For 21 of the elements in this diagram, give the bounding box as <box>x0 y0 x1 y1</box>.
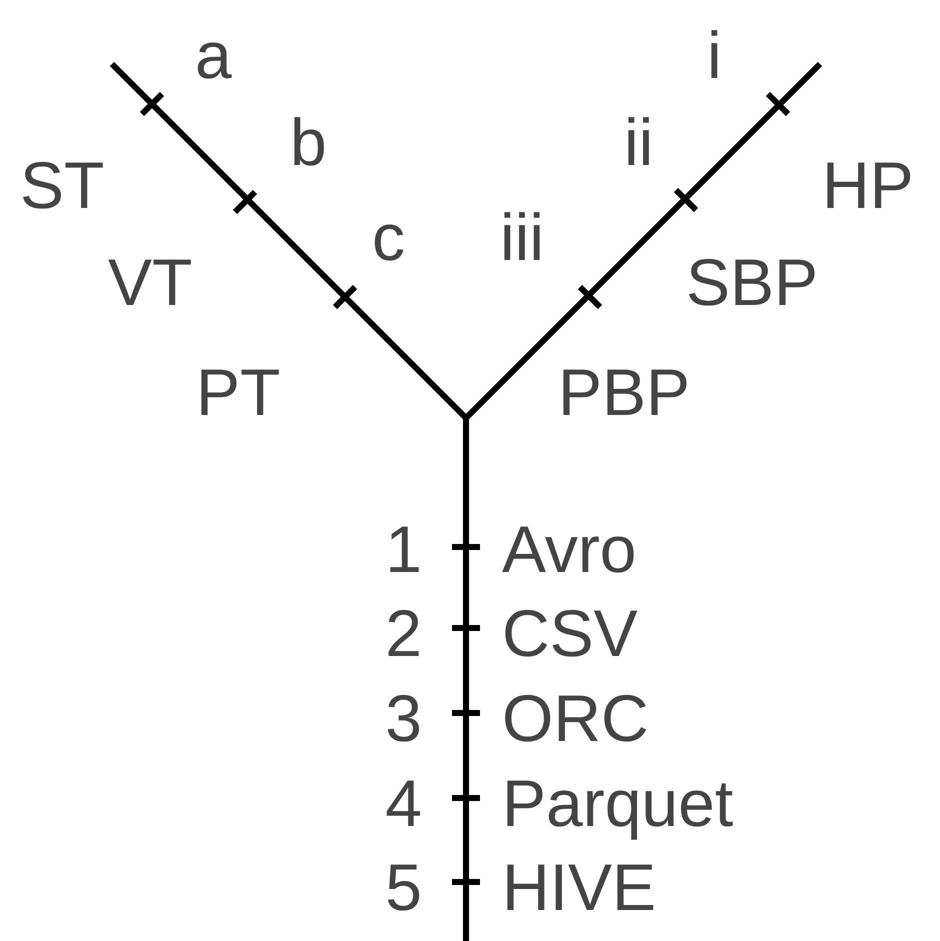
axis-label: Avro <box>502 516 637 582</box>
axis-label: ST <box>20 152 104 218</box>
axis-label: i <box>707 22 722 88</box>
axis-label: HP <box>822 152 914 218</box>
axis-label: PBP <box>558 359 690 425</box>
axis-label: 1 <box>385 516 422 582</box>
axis-label: ii <box>624 109 654 175</box>
axis-label: 4 <box>385 770 422 836</box>
axis-label: HIVE <box>502 854 656 920</box>
axis-label: SBP <box>686 249 818 315</box>
axis-label: ORC <box>502 685 649 751</box>
axis-label: VT <box>108 249 192 315</box>
axis-label: iii <box>500 204 544 270</box>
axis-label: CSV <box>502 600 638 666</box>
axis-label: a <box>195 22 232 88</box>
axis-label: b <box>290 109 327 175</box>
axis-label: 5 <box>385 854 422 920</box>
axis-label: 2 <box>385 600 422 666</box>
axis-label: 3 <box>385 685 422 751</box>
axis-label: PT <box>196 359 280 425</box>
axis-label: c <box>372 204 405 270</box>
